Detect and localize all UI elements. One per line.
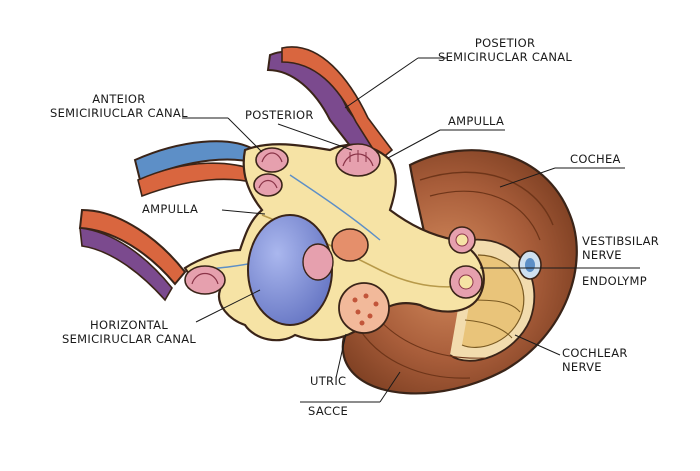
label-horizontal-canal-line1: HORIZONTAL bbox=[62, 318, 196, 332]
label-cochlear-nerve-line2: NERVE bbox=[562, 360, 628, 374]
label-cochlear-nerve-line1: COCHLEAR bbox=[562, 346, 628, 360]
leader-ampulla-top bbox=[388, 130, 440, 158]
label-cochlea: COCHEA bbox=[570, 152, 621, 166]
label-horizontal-canal-line2: SEMICIRUCLAR CANAL bbox=[62, 332, 196, 346]
label-ampulla-top: AMPULLA bbox=[448, 114, 504, 128]
saccule bbox=[339, 283, 389, 333]
label-vestibular-nerve-line2: NERVE bbox=[582, 248, 659, 262]
ampulla-lateral bbox=[254, 174, 282, 196]
leader-posterior-canal bbox=[345, 58, 418, 108]
ampulla-anterior bbox=[256, 148, 288, 172]
horizontal-semicircular-canal bbox=[80, 210, 185, 300]
label-vestibular-nerve-line1: VESTIBSILAR bbox=[582, 234, 659, 248]
label-vestibular-nerve: VESTIBSILAR NERVE bbox=[582, 234, 659, 262]
vestibular-ganglion-upper bbox=[449, 227, 475, 253]
utricle bbox=[248, 215, 333, 325]
label-posterior-canal-line2: SEMICIRUCLAR CANAL bbox=[438, 50, 572, 64]
label-anterior-canal-line2: SEMICIRIUCLAR CANAL bbox=[50, 106, 188, 120]
label-sacce: SACCE bbox=[308, 404, 348, 418]
vestibular-ganglion-lower bbox=[450, 266, 482, 298]
label-posterior: POSTERIOR bbox=[245, 108, 314, 122]
label-ampulla-left: AMPULLA bbox=[142, 202, 198, 216]
label-anterior-semicircular-canal: ANTEIOR SEMICIRIUCLAR CANAL bbox=[50, 92, 188, 120]
ampulla-posterior bbox=[336, 144, 380, 176]
label-posterior-canal-line1: POSETIOR bbox=[438, 36, 572, 50]
utricular-macula bbox=[332, 229, 368, 261]
label-utric: UTRIC bbox=[310, 374, 346, 388]
ampulla-horizontal bbox=[185, 266, 225, 294]
label-anterior-canal-line1: ANTEIOR bbox=[50, 92, 188, 106]
label-cochlear-nerve: COCHLEAR NERVE bbox=[562, 346, 628, 374]
label-horizontal-semicircular-canal: HORIZONTAL SEMICIRUCLAR CANAL bbox=[62, 318, 196, 346]
label-endolymph: ENDOLYMP bbox=[582, 274, 647, 288]
label-posterior-semicircular-canal: POSETIOR SEMICIRUCLAR CANAL bbox=[438, 36, 572, 64]
